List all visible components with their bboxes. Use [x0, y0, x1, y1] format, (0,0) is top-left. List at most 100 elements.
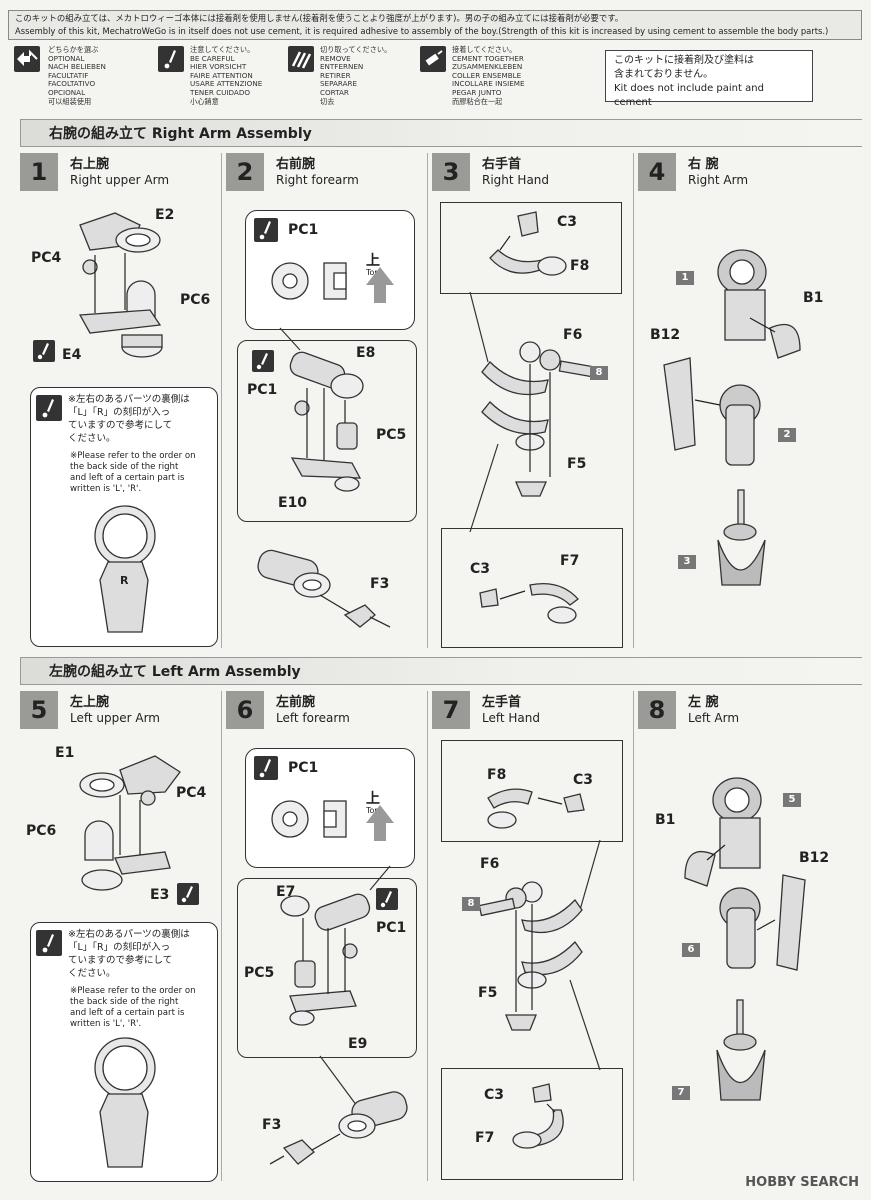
part-label: B1 [803, 290, 824, 306]
part-label: C3 [470, 561, 491, 577]
step-number: 4 [638, 153, 676, 191]
top-label: 上 [366, 791, 380, 807]
caution-icon [254, 218, 278, 242]
part-label: C3 [573, 772, 594, 788]
part-label: PC1 [288, 222, 319, 238]
column-divider [221, 691, 222, 1181]
kit-contents-note: このキットに接着剤及び塗料は 含まれておりません。 Kit does not i… [605, 50, 813, 108]
part-label: C3 [484, 1087, 505, 1103]
step-number: 6 [226, 691, 264, 729]
banner-en: Assembly of this kit, MechatroWeGo is in… [15, 26, 829, 36]
step7-top-diagram [487, 788, 585, 829]
pc1-views [271, 800, 394, 841]
step7-bottom-diagram [512, 1083, 564, 1149]
lr-part-diagram: R [94, 505, 156, 633]
hobby-search-watermark: HOBBY SEARCH [745, 1175, 859, 1190]
part-label: PC6 [26, 823, 57, 839]
step-ref-tag: 8 [590, 366, 608, 380]
part-label: B12 [799, 850, 830, 866]
part-label: F8 [570, 258, 590, 274]
cut-off-icon [288, 46, 314, 72]
top-label-en: Top [366, 268, 380, 277]
note-ja: ※左右のあるパーツの裏側は「L」「R」の刻印が入っていますので参考にしてください… [68, 929, 190, 979]
arrows-optional-icon [14, 46, 40, 72]
part-label: E3 [150, 887, 170, 903]
part-label: PC1 [288, 760, 319, 776]
cement-notice-banner: このキットの組み立ては、メカトロウィーゴ本体には接着剤を使用しません(接着剤を使… [8, 10, 862, 40]
part-label: E4 [62, 347, 82, 363]
part-label: PC4 [31, 250, 62, 266]
step6-forearm-diagram [269, 1055, 408, 1165]
part-label: C3 [557, 214, 578, 230]
pc1-views [271, 262, 394, 303]
part-label: PC1 [376, 920, 407, 936]
step3-diagram [469, 291, 596, 533]
caution-icon [36, 395, 62, 421]
caution-icon [33, 340, 55, 362]
step-ref-tag: 1 [676, 271, 694, 285]
caution-icon [36, 930, 62, 956]
step4-diagram [663, 249, 801, 586]
part-label: E1 [55, 745, 75, 761]
step-ref-tag: 3 [678, 555, 696, 569]
step-ref-tag: 5 [783, 793, 801, 807]
part-label: F3 [370, 576, 390, 592]
top-label-en: Top [366, 806, 380, 815]
column-divider [427, 691, 428, 1181]
column-divider [633, 691, 634, 1181]
column-divider [633, 153, 634, 648]
step-ref-tag: 2 [778, 428, 796, 442]
part-label: F7 [560, 553, 580, 569]
part-label: PC5 [244, 965, 275, 981]
step3-subbox-top [440, 202, 622, 294]
step7-subbox-bottom [441, 1068, 623, 1180]
step3-top-diagram [489, 211, 567, 276]
caution-icon [254, 756, 278, 780]
part-label: B1 [655, 812, 676, 828]
part-label: F5 [567, 456, 587, 472]
step7-subbox-top [441, 740, 623, 842]
section-title-left-arm: 左腕の組み立て Left Arm Assembly [20, 657, 862, 685]
part-label: E10 [278, 495, 308, 511]
section-title-right-arm: 右腕の組み立て Right Arm Assembly [20, 119, 862, 147]
part-label: E8 [356, 345, 376, 361]
part-label: F3 [262, 1117, 282, 1133]
part-label: E9 [348, 1036, 368, 1052]
step-ref-tag: 6 [682, 943, 700, 957]
step3-bottom-diagram [479, 582, 579, 624]
step-ref-tag: 8 [462, 897, 480, 911]
part-label: F8 [487, 767, 507, 783]
part-label: E2 [155, 207, 175, 223]
r-mark: R [120, 574, 129, 587]
caution-icon [252, 350, 274, 372]
step-ref-tag: 7 [672, 1086, 690, 1100]
step2-frame [237, 340, 417, 522]
caution-icon [376, 888, 398, 910]
part-label: F6 [480, 856, 500, 872]
step3-subbox-bottom [441, 528, 623, 648]
step6-diagram [280, 865, 391, 1026]
note-ja: ※左右のあるパーツの裏側は「L」「R」の刻印が入っていますので参考にしてください… [68, 394, 190, 444]
step2-diagram [279, 327, 364, 492]
cement-icon [420, 46, 446, 72]
part-label: PC6 [180, 292, 211, 308]
part-label: B12 [650, 327, 681, 343]
top-label: 上 [366, 253, 380, 269]
caution-icon [158, 46, 184, 72]
step7-diagram [478, 839, 601, 1071]
step-number: 8 [638, 691, 676, 729]
part-label: PC4 [176, 785, 207, 801]
